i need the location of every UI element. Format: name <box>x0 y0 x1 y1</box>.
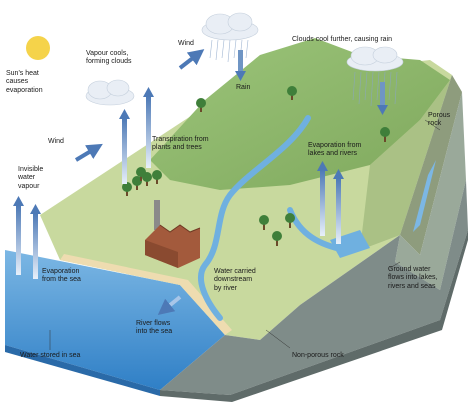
beach <box>60 254 232 335</box>
cloud-icon <box>201 12 259 41</box>
label-transpiration: Transpiration from plants and trees <box>152 136 209 152</box>
label-water-stored: Water stored in sea <box>20 352 81 359</box>
non-porous-rock-layer <box>160 180 468 395</box>
label-ground-water: Ground water flows into lakes, rivers an… <box>388 266 438 290</box>
label-clouds-cool: Clouds cool further, causing rain <box>292 36 392 43</box>
factory-icon <box>145 200 201 268</box>
hill <box>150 38 450 190</box>
arrow-icon <box>317 161 344 244</box>
tree-icon <box>272 231 282 246</box>
label-river-flows: River flows into the sea <box>136 320 173 336</box>
rock-bottom <box>160 230 468 402</box>
tree-icon <box>132 176 142 190</box>
river <box>198 115 311 321</box>
tree-icon <box>196 98 206 112</box>
tree-icon <box>152 170 162 184</box>
tree-icon <box>122 182 132 196</box>
cloud-icon <box>85 79 135 106</box>
hill-shadow <box>360 75 452 250</box>
label-rain: Rain <box>236 84 251 91</box>
label-suns-heat: Sun's heat causes evaporation <box>6 70 43 94</box>
label-wind-left: Wind <box>48 138 64 145</box>
porous-rock-layer <box>395 92 466 290</box>
tree-icon <box>259 215 269 230</box>
tree-icon <box>380 127 390 142</box>
label-invisible-vapour: Invisible water vapour <box>18 166 44 190</box>
tree-icon <box>136 167 146 181</box>
leader-lines <box>49 119 441 350</box>
label-water-carried: Water carried downstream by river <box>214 268 256 292</box>
tree-icon <box>285 213 295 228</box>
label-non-porous: Non-porous rock <box>292 352 344 359</box>
groundwater-seep <box>413 160 436 232</box>
cliff-side <box>400 75 462 255</box>
tree-icon <box>287 86 297 100</box>
label-vapour-cools: Vapour cools, forming clouds <box>86 50 132 66</box>
cloud-icon <box>346 46 404 72</box>
label-evap-lakes: Evaporation from lakes and rivers <box>308 142 362 158</box>
sun-icon <box>26 36 50 60</box>
sea <box>5 250 225 390</box>
arrow-icon <box>74 49 205 162</box>
arrow-icon <box>157 295 182 316</box>
arrow-icon <box>119 87 154 184</box>
label-evap-sea: Evaporation from the sea <box>42 268 81 284</box>
arrow-icon <box>13 196 41 279</box>
sea-front <box>5 345 160 396</box>
label-porous-rock: Porous rock <box>428 112 451 128</box>
arrow-icon <box>235 50 388 115</box>
label-wind-top: Wind <box>178 40 194 47</box>
rain-streaks <box>209 39 398 107</box>
